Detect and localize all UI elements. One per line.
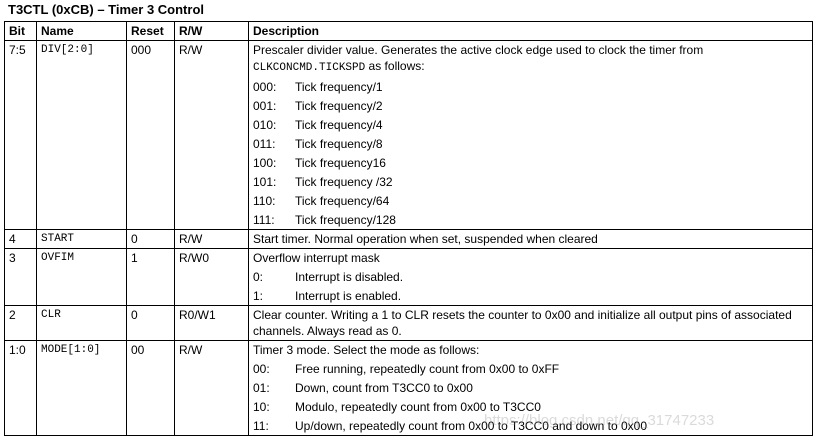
header-reset: Reset (126, 21, 175, 41)
table-header-row: Bit Name Reset R/W Description (4, 21, 813, 41)
option-item: 000: Tick frequency/1 (253, 79, 808, 95)
option-item: 100: Tick frequency16 (253, 155, 808, 171)
option-item: 11: Up/down, repeatedly count from 0x00 t… (253, 418, 808, 434)
option-item: 110: Tick frequency/64 (253, 193, 808, 209)
cell-bit: 7:5 (4, 40, 37, 230)
cell-description: Timer 3 mode. Select the mode as follows… (248, 340, 813, 436)
cell-name: OVFIM (36, 248, 127, 306)
table-row: 4 START 0 R/W Start timer. Normal operat… (4, 229, 813, 249)
cell-rw: R0/W1 (174, 305, 249, 341)
cell-description: Overflow interrupt mask 0: Interrupt is d… (248, 248, 813, 306)
option-text: Tick frequency16 (295, 156, 386, 170)
cell-name: MODE[1:0] (36, 340, 127, 436)
option-text: Modulo, repeatedly count from 0x00 to T3… (295, 400, 541, 414)
option-text: Tick frequency/2 (295, 99, 383, 113)
header-bit: Bit (4, 21, 37, 41)
description-text: Timer 3 mode. Select the mode as follows… (253, 343, 480, 357)
option-item: 01: Down, count from T3CC0 to 0x00 (253, 380, 808, 396)
description-text: Overflow interrupt mask (253, 251, 380, 265)
option-text: Tick frequency/8 (295, 137, 383, 151)
option-text: Tick frequency /32 (295, 175, 393, 189)
option-text: Up/down, repeatedly count from 0x00 to T… (295, 419, 647, 433)
cell-reset: 1 (126, 248, 175, 306)
cell-description: Clear counter. Writing a 1 to CLR resets… (248, 305, 813, 341)
cell-description: Prescaler divider value. Generates the a… (248, 40, 813, 230)
option-code: 10: (253, 400, 270, 414)
option-text: Tick frequency/4 (295, 118, 383, 132)
option-code: 100: (253, 156, 277, 170)
cell-name: START (36, 229, 127, 249)
option-code: 0: (253, 270, 264, 284)
register-table: Bit Name Reset R/W Description 7:5 DIV[2… (4, 21, 813, 436)
cell-name: DIV[2:0] (36, 40, 127, 230)
table-row: 2 CLR 0 R0/W1 Clear counter. Writing a 1… (4, 305, 813, 341)
option-item: 001: Tick frequency/2 (253, 98, 808, 114)
cell-rw: R/W0 (174, 248, 249, 306)
cell-description: Start timer. Normal operation when set, … (248, 229, 813, 249)
header-name: Name (36, 21, 127, 41)
option-item: 010: Tick frequency/4 (253, 117, 808, 133)
option-item: 00: Free running, repeatedly count from 0… (253, 361, 808, 377)
option-item: 101: Tick frequency /32 (253, 174, 808, 190)
cell-name: CLR (36, 305, 127, 341)
table-row: 1:0 MODE[1:0] 00 R/W Timer 3 mode. Selec… (4, 340, 813, 436)
cell-bit: 3 (4, 248, 37, 306)
description-register-ref: CLKCONCMD.TICKSPD (253, 62, 366, 74)
option-code: 1: (253, 289, 264, 303)
cell-reset: 000 (126, 40, 175, 230)
option-code: 00: (253, 362, 270, 376)
cell-rw: R/W (174, 340, 249, 436)
option-code: 11: (253, 419, 269, 433)
cell-reset: 0 (126, 305, 175, 341)
option-text: Interrupt is enabled. (295, 289, 402, 303)
option-text: Interrupt is disabled. (295, 270, 404, 284)
option-code: 01: (253, 381, 270, 395)
cell-bit: 4 (4, 229, 37, 249)
option-item: 0: Interrupt is disabled. (253, 269, 808, 285)
description-tail: as follows: (365, 59, 425, 73)
option-item: 011: Tick frequency/8 (253, 136, 808, 152)
option-code: 101: (253, 175, 277, 189)
register-title: T3CTL (0xCB) – Timer 3 Control (8, 2, 204, 17)
header-description: Description (248, 21, 813, 41)
header-rw: R/W (174, 21, 249, 41)
option-code: 111: (253, 213, 275, 227)
option-code: 010: (253, 118, 277, 132)
cell-bit: 1:0 (4, 340, 37, 436)
cell-reset: 00 (126, 340, 175, 436)
table-row: 3 OVFIM 1 R/W0 Overflow interrupt mask 0… (4, 248, 813, 306)
option-text: Tick frequency/128 (295, 213, 396, 227)
option-text: Tick frequency/1 (295, 80, 383, 94)
option-text: Down, count from T3CC0 to 0x00 (295, 381, 473, 395)
option-item: 1: Interrupt is enabled. (253, 288, 808, 304)
cell-rw: R/W (174, 229, 249, 249)
option-text: Tick frequency/64 (295, 194, 390, 208)
table-row: 7:5 DIV[2:0] 000 R/W Prescaler divider v… (4, 40, 813, 230)
option-code: 001: (253, 99, 277, 113)
option-code: 011: (253, 137, 276, 151)
option-item: 111: Tick frequency/128 (253, 212, 808, 228)
cell-reset: 0 (126, 229, 175, 249)
option-text: Free running, repeatedly count from 0x00… (295, 362, 560, 376)
option-code: 000: (253, 80, 277, 94)
option-code: 110: (253, 194, 276, 208)
cell-rw: R/W (174, 40, 249, 230)
description-text: Prescaler divider value. Generates the a… (253, 43, 704, 57)
option-item: 10: Modulo, repeatedly count from 0x00 to… (253, 399, 808, 415)
cell-bit: 2 (4, 305, 37, 341)
